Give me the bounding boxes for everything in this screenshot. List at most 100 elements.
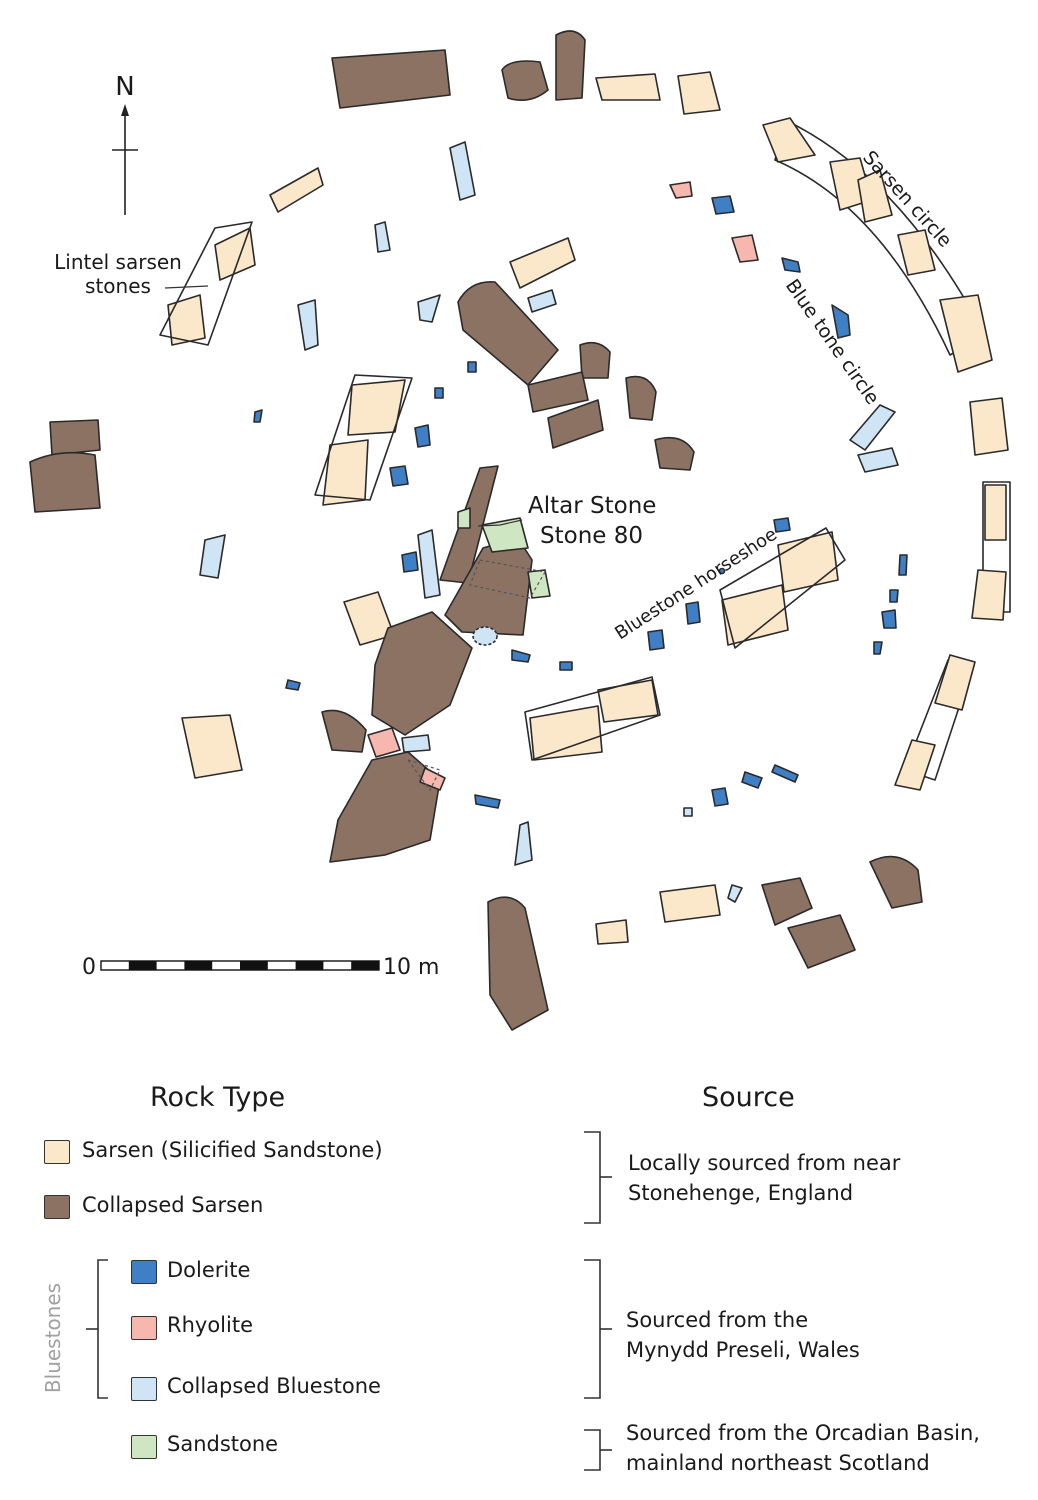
- stonehenge-site-plan: N Sarsen circle Blue tone circle Bluesto…: [29, 30, 1011, 1031]
- collapsed-bluestone: [849, 404, 896, 451]
- sarsen-stone: [269, 167, 324, 213]
- collapsed-bluestone: [417, 294, 441, 323]
- source-local-line1: Locally sourced from near: [628, 1151, 901, 1175]
- dolerite-stone: [711, 787, 729, 807]
- altar-leader-line: [477, 519, 523, 527]
- collapsed-bluestone: [401, 734, 431, 753]
- scale-bar: 0 10 m: [82, 955, 439, 980]
- lintel-frame: [524, 676, 661, 761]
- dolerite-stone: [718, 567, 726, 575]
- collapsed-bluestone: [472, 626, 498, 646]
- sarsen-stone: [762, 117, 816, 163]
- sarsen-stone: [529, 705, 603, 761]
- source-local-line2: Stonehenge, England: [628, 1181, 854, 1205]
- scale-start-label: 0: [82, 955, 96, 980]
- collapsed-sarsen: [371, 611, 473, 736]
- dolerite-stone: [898, 554, 908, 576]
- collapsed-bluestone: [449, 141, 476, 201]
- dolerite-stone: [773, 517, 791, 533]
- legend-collapsed-bluestone: Collapsed Bluestone: [167, 1374, 381, 1398]
- collapsed-sarsen: [49, 419, 101, 456]
- dolerite-stone: [741, 771, 763, 789]
- sarsen-stone: [181, 714, 243, 779]
- sarsen-stone: [939, 294, 993, 373]
- rhyolite-stone: [669, 181, 693, 199]
- collapsed-bluestone: [297, 299, 319, 351]
- lintel-leader-line: [164, 285, 209, 289]
- collapsed-sarsen: [331, 49, 451, 109]
- lintel-frame: [159, 221, 253, 346]
- sarsen-swatch: [44, 1140, 70, 1164]
- dolerite-stones: [253, 195, 908, 809]
- sarsen-stone: [969, 397, 1009, 456]
- scale-bar-segment: [128, 961, 157, 970]
- dolerite-stone: [771, 764, 799, 783]
- sarsen-stone: [721, 584, 789, 646]
- collapsed-sarsen: [787, 914, 856, 969]
- sarsen-stone: [897, 229, 936, 276]
- dolerite-swatch: [131, 1260, 157, 1284]
- collapsed-bluestones: [199, 141, 899, 903]
- sarsen-stone: [167, 294, 206, 346]
- sarsen-stone: [347, 379, 406, 436]
- scale-bar-segment: [240, 961, 268, 970]
- sarsen-stone: [677, 71, 721, 115]
- legend-sarsen: Sarsen (Silicified Sandstone): [82, 1138, 383, 1162]
- collapsed-bluestone: [727, 884, 743, 903]
- altar-stone-sandstone: [527, 569, 551, 599]
- collapsed-sarsen: [527, 371, 589, 413]
- collapsed-sarsen: [329, 751, 441, 863]
- dolerite-stone: [511, 649, 531, 663]
- sarsen-stone: [934, 654, 976, 711]
- rhyolite-swatch: [131, 1316, 157, 1340]
- lintel-frame: [719, 527, 846, 649]
- sarsen-stone: [971, 569, 1007, 621]
- collapsed-bluestone: [683, 807, 693, 817]
- source-wales-line1: Sourced from the: [626, 1308, 809, 1332]
- sarsen-stone: [984, 484, 1007, 541]
- bluestone-circle-label: Blue tone circle: [781, 275, 884, 408]
- north-arrow: N: [112, 72, 138, 215]
- sarsen-stone: [214, 227, 256, 281]
- scale-bar-segment: [351, 961, 379, 970]
- source-scotland-line2: mainland northeast Scotland: [626, 1451, 930, 1475]
- scotland-source-bracket: [584, 1429, 601, 1471]
- stone-80-dashed-outline: [469, 559, 546, 599]
- collapsed-bluestone: [417, 529, 441, 599]
- scale-bar-segments: [128, 961, 379, 970]
- collapsed-sarsen-swatch: [44, 1195, 70, 1219]
- collapsed-sarsen: [654, 436, 695, 471]
- dolerite-stone: [474, 794, 501, 809]
- dolerite-stone: [831, 304, 851, 339]
- collapsed-sarsen: [29, 451, 101, 513]
- dolerite-stone: [781, 257, 801, 273]
- dolerite-stone: [401, 551, 419, 573]
- lintel-frames: [159, 221, 846, 761]
- collapsed-bluestone: [199, 534, 226, 579]
- sarsen-stone: [857, 169, 893, 223]
- lintel-frame: [314, 374, 413, 501]
- north-label: N: [115, 72, 134, 102]
- sarsen-stones: [167, 71, 1009, 945]
- collapsed-bluestone: [514, 821, 533, 866]
- local-source-bracket: [584, 1131, 601, 1224]
- lintel-sarsen-label: Lintel sarsen stones: [54, 250, 182, 298]
- collapsed-bluestone: [527, 289, 557, 313]
- collapsed-bluestone: [374, 221, 391, 253]
- source-wales-line2: Mynydd Preseli, Wales: [626, 1338, 860, 1362]
- wales-source-bracket: [584, 1259, 601, 1399]
- collapsed-sarsen: [761, 877, 813, 926]
- dolerite-stone: [711, 195, 735, 215]
- sarsen-stone: [597, 679, 659, 723]
- dolerite-stone: [647, 629, 665, 651]
- collapsed-sarsen: [555, 30, 586, 101]
- source-heading: Source: [702, 1082, 795, 1113]
- dolerite-stone: [873, 641, 883, 655]
- collapsed-sarsen: [547, 399, 604, 449]
- legend-dolerite: Dolerite: [167, 1258, 251, 1282]
- sarsen-stone: [595, 919, 629, 945]
- dolerite-stone: [467, 361, 477, 373]
- dolerite-stone: [414, 424, 431, 448]
- legend-rhyolite: Rhyolite: [167, 1313, 253, 1337]
